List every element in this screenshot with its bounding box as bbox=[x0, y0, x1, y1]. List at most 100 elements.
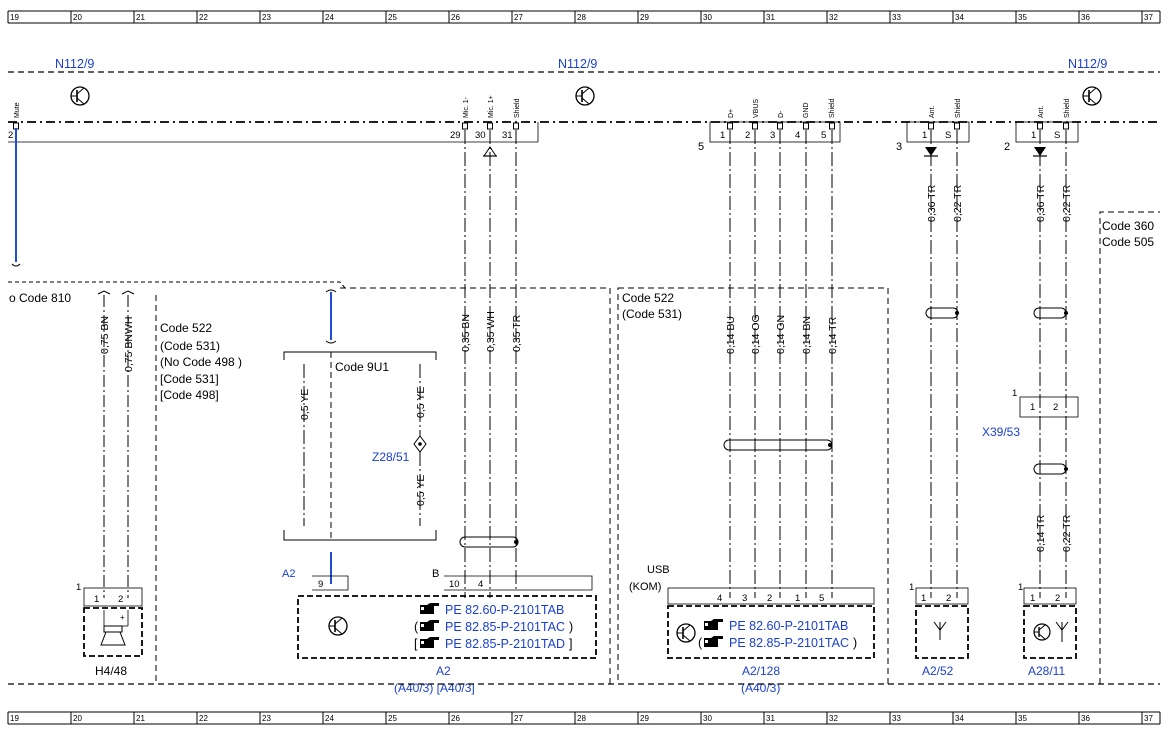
wire-label: 0,14 TR bbox=[827, 316, 839, 354]
pin-number: 1 bbox=[1030, 593, 1035, 604]
pin-number: 9 bbox=[318, 579, 323, 590]
ruler-number: 37 bbox=[1144, 714, 1153, 723]
reference-link[interactable]: PE 82.85-P-2101TAC bbox=[445, 620, 565, 634]
pin-terminal bbox=[1037, 122, 1043, 130]
connector-count: 1 bbox=[1012, 388, 1017, 399]
shield-sleeve bbox=[1033, 307, 1067, 319]
component-a2 bbox=[297, 595, 597, 659]
component-sublabel-a2-128: (A40/3) bbox=[741, 681, 780, 695]
pin-number: 5 bbox=[819, 593, 824, 604]
bracket: ) bbox=[569, 620, 573, 634]
polarity-plus: + bbox=[120, 613, 125, 622]
wire-label: 0,22 TR bbox=[1061, 184, 1073, 222]
pin-number: 1 bbox=[1031, 130, 1036, 141]
pin-name-ant: Ant. bbox=[1038, 105, 1045, 118]
ruler-number: 36 bbox=[1081, 714, 1090, 723]
pin-terminal bbox=[487, 122, 493, 130]
pin-number: 3 bbox=[770, 130, 775, 141]
pin-number: S bbox=[945, 130, 951, 141]
top-terminals bbox=[13, 122, 1069, 130]
pin-number: 4 bbox=[795, 130, 800, 141]
reference-link[interactable]: PE 82.85-P-2101TAC bbox=[729, 636, 849, 650]
ruler-number: 21 bbox=[136, 13, 145, 22]
ruler-number: 32 bbox=[829, 714, 838, 723]
ruler-number: 31 bbox=[766, 714, 775, 723]
code-label: Code 522 bbox=[160, 321, 212, 335]
reference-hand-icon bbox=[704, 619, 723, 630]
ruler-number: 34 bbox=[955, 13, 964, 22]
bracket: ( bbox=[414, 620, 419, 634]
shield-sleeve bbox=[1033, 463, 1067, 475]
connector-count: 3 bbox=[896, 141, 902, 153]
pin-name-dminus: D- bbox=[778, 110, 785, 118]
ruler-number: 30 bbox=[703, 714, 712, 723]
wire-label: 0,35 WH bbox=[485, 311, 497, 352]
speaker-component bbox=[83, 607, 143, 657]
speaker-icon bbox=[100, 610, 129, 646]
component-a28-11 bbox=[1023, 605, 1077, 659]
pin-terminal bbox=[803, 122, 809, 130]
ruler-number: 20 bbox=[73, 13, 82, 22]
pin-name-shield: Shield bbox=[1064, 98, 1071, 118]
pin-number: 29 bbox=[450, 130, 461, 141]
code-label: (Code 531) bbox=[160, 339, 220, 353]
code-9u1-block bbox=[283, 351, 437, 360]
code-label: o Code 810 bbox=[9, 291, 71, 305]
code-label: Code 360 bbox=[1102, 219, 1154, 233]
pin-name-shield: Shield bbox=[829, 98, 836, 118]
pin-number: 31 bbox=[502, 130, 513, 141]
transistor-icon bbox=[575, 86, 595, 106]
pin-number: 5 bbox=[821, 130, 826, 141]
ruler-number: 35 bbox=[1018, 13, 1027, 22]
usb-wires bbox=[729, 130, 833, 598]
component-label-a28-11: A28/11 bbox=[1028, 664, 1065, 678]
usb-connector-strip bbox=[709, 121, 841, 143]
ruler-number: 35 bbox=[1018, 714, 1027, 723]
ruler-number: 28 bbox=[577, 13, 586, 22]
code-label-9u1: Code 9U1 bbox=[335, 360, 389, 374]
ruler-number: 20 bbox=[73, 714, 82, 723]
header-label-n112-1: N112/9 bbox=[55, 57, 94, 71]
component-a2-128 bbox=[667, 605, 875, 659]
connector-x39-53 bbox=[1019, 396, 1079, 418]
connector-count: 1 bbox=[909, 582, 914, 593]
shield-sleeve bbox=[459, 536, 519, 548]
pin-name-gnd: GND bbox=[803, 102, 810, 118]
wire-label: 0,75 BNWH bbox=[123, 317, 135, 372]
usb-kom: (KOM) bbox=[629, 581, 661, 593]
pin-number: S bbox=[1054, 130, 1060, 141]
pin-number: 1 bbox=[720, 130, 725, 141]
ruler-number: 37 bbox=[1144, 13, 1153, 22]
code-label: [Code 498] bbox=[160, 388, 219, 402]
ruler-number: 32 bbox=[829, 13, 838, 22]
ruler-number: 30 bbox=[703, 13, 712, 22]
wire-label: 0,14 OG bbox=[750, 314, 762, 354]
connector-count: 2 bbox=[1004, 141, 1010, 153]
reference-link[interactable]: PE 82.60-P-2101TAB bbox=[729, 619, 848, 633]
pin-number: 1 bbox=[94, 594, 99, 605]
ruler-number: 25 bbox=[388, 13, 397, 22]
connector-count: 1 bbox=[1018, 582, 1023, 593]
transistor-icon bbox=[1033, 623, 1051, 641]
pin-terminal bbox=[829, 122, 835, 130]
antenna-icon bbox=[933, 621, 947, 640]
code-label: (Code 531) bbox=[622, 307, 682, 321]
pin-name-mute: Mute bbox=[14, 102, 21, 118]
bracket: [ bbox=[414, 637, 418, 651]
reference-link[interactable]: PE 82.60-P-2101TAB bbox=[445, 603, 564, 617]
ruler-number: 27 bbox=[514, 13, 523, 22]
wire-label: 0,5 YE bbox=[415, 387, 427, 418]
pin-terminal bbox=[954, 122, 960, 130]
component-label-z28-51: Z28/51 bbox=[372, 450, 410, 464]
reference-link[interactable]: PE 82.85-P-2101TAD bbox=[445, 637, 565, 651]
pin-number: 1 bbox=[795, 593, 800, 604]
ruler-number: 21 bbox=[136, 714, 145, 723]
ruler-number: 31 bbox=[766, 13, 775, 22]
ruler-number: 29 bbox=[640, 13, 649, 22]
pin-number: 1 bbox=[1030, 402, 1035, 413]
connector-ref-a2: A2 bbox=[282, 568, 295, 580]
wire-label: 0,36 TR bbox=[926, 184, 938, 222]
pin-terminal bbox=[752, 122, 758, 130]
ruler-number: 22 bbox=[199, 13, 208, 22]
